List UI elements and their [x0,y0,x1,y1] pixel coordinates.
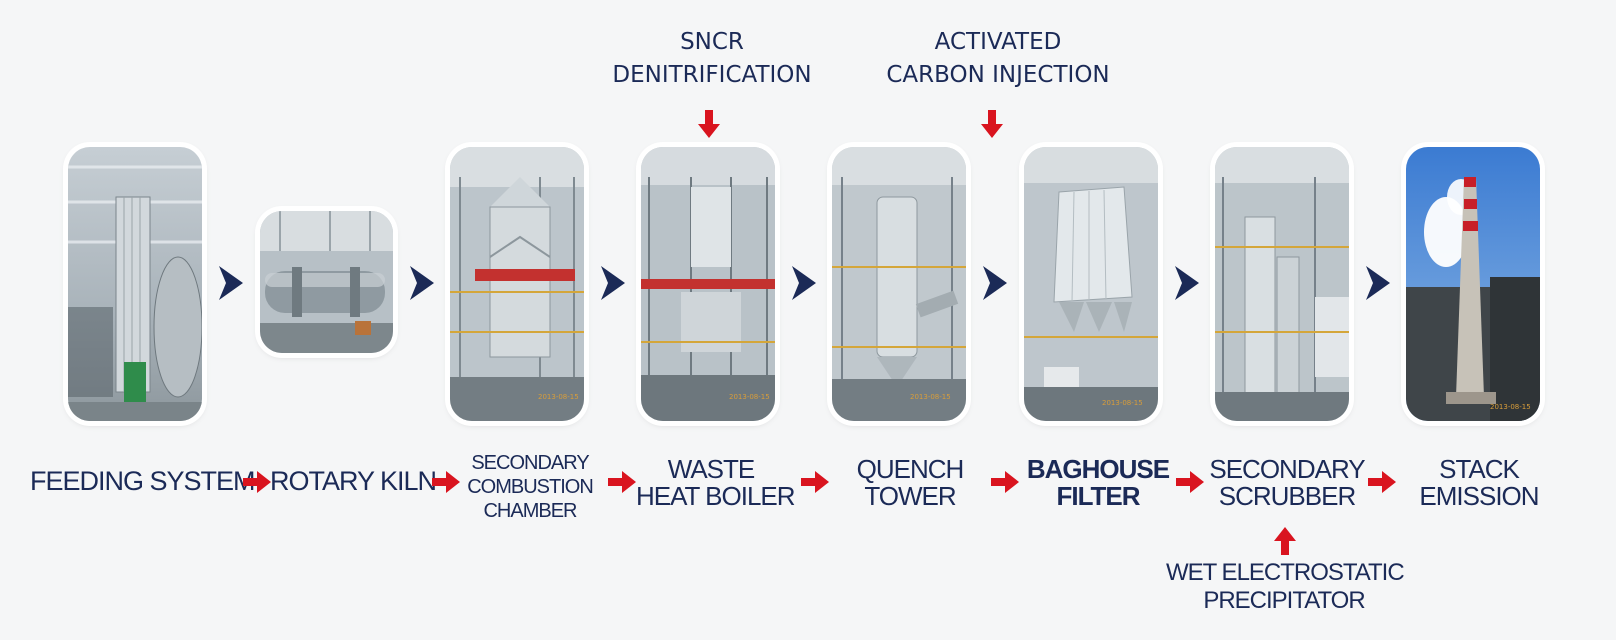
flow-arrow-icon [1368,471,1396,493]
wesp-label: WET ELECTROSTATIC PRECIPITATOR [1166,559,1402,615]
flow-chevron-icon [792,266,816,300]
wesp-arrow-up-icon [1274,527,1296,555]
stage-label-baghouse-filter: BAGHOUSE FILTER [1025,456,1171,510]
secondary-combustion-chamber-photo: 2013-08-15 [450,147,584,421]
stage-label-quench-tower: QUENCH TOWER [840,456,980,510]
flow-chevron-icon [410,266,434,300]
carbon-inject-arrow-icon [981,110,1003,138]
photo-stamp: 2013-08-15 [729,393,770,401]
flow-arrow-icon [991,471,1019,493]
photo-stamp: 2013-08-15 [1102,399,1143,407]
flow-chevron-icon [219,266,243,300]
secondary-scrubber-photo [1215,147,1349,421]
photo-stamp: 2013-08-15 [538,393,579,401]
quench-tower-photo: 2013-08-15 [832,147,966,421]
stage-label-waste-heat-boiler: WASTE HEAT BOILER [636,456,786,510]
photo-stamp: 2013-08-15 [1490,403,1531,411]
activated-carbon-label: ACTIVATED CARBON INJECTION [882,26,1114,92]
flow-arrow-icon [1176,471,1204,493]
flow-chevron-icon [1175,266,1199,300]
flow-arrow-icon [801,471,829,493]
stack-emission-photo: 2013-08-15 [1406,147,1540,421]
sncr-label: SNCR DENITRIFICATION [612,26,812,92]
stage-label-feeding-system: FEEDING SYSTEM [30,465,240,497]
baghouse-filter-photo: 2013-08-15 [1024,147,1158,421]
stage-label-secondary-scrubber: SECONDARY SCRUBBER [1208,456,1366,510]
sncr-inject-arrow-icon [698,110,720,138]
stage-label-rotary-kiln: ROTARY KILN [270,465,432,497]
stage-label-stack-emission: STACK EMISSION [1412,456,1546,510]
photo-stamp: 2013-08-15 [910,393,951,401]
flow-arrow-icon [432,471,460,493]
flow-arrow-icon [243,471,271,493]
stage-label-secondary-combustion-chamber: SECONDARY COMBUSTION CHAMBER [462,451,598,523]
rotary-kiln-photo [260,211,393,353]
flow-chevron-icon [601,266,625,300]
feeding-system-photo [68,147,202,421]
flow-chevron-icon [1366,266,1390,300]
waste-heat-boiler-photo: 2013-08-15 [641,147,775,421]
flow-arrow-icon [608,471,636,493]
flow-chevron-icon [983,266,1007,300]
